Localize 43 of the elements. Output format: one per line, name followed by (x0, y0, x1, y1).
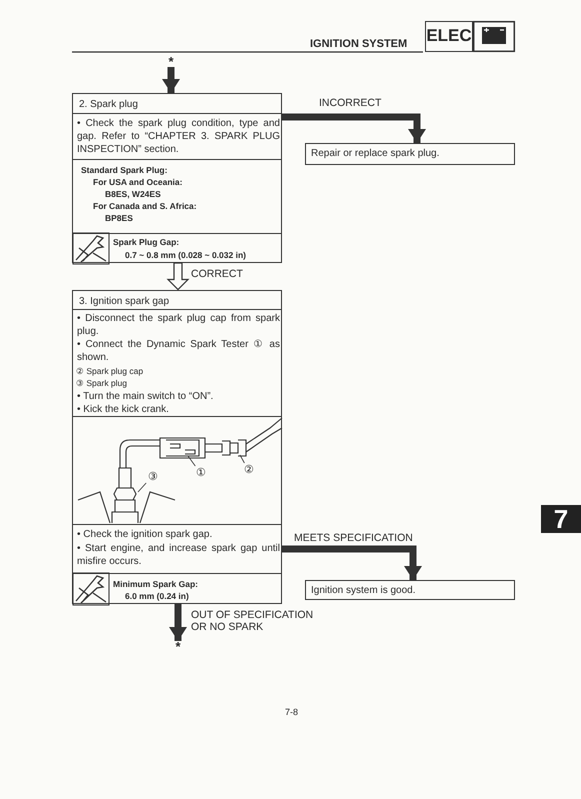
flow-arrow (282, 114, 426, 143)
step-box (72, 290, 282, 604)
instruction-text: • Start engine, and increase spark gap until misfire occurs. (77, 542, 280, 568)
page-number: 7-8 (285, 706, 298, 719)
step-box (72, 93, 282, 263)
spec-value: 6.0 mm (0.24 in) (125, 590, 190, 602)
instruction-text: • Check the spark plug condition, type and gap. Refer to “CHAPTER 3. SPARK PLUG INSPECTION” section. (77, 117, 280, 156)
step-heading: 2. Spark plug (79, 98, 139, 111)
instruction-text: • Connect the Dynamic Spark Tester ① as shown. (77, 338, 280, 364)
part-label: ② Spark plug cap (76, 365, 144, 377)
result-text: Ignition system is good. (311, 584, 416, 597)
instruction-text: • Check the ignition spark gap. (77, 528, 214, 541)
result-box (305, 580, 515, 600)
callout-number: ② (243, 464, 255, 477)
instruction-text: • Kick the kick crank. (77, 403, 170, 416)
leader-line (188, 456, 196, 466)
chapter-tab: 7 (541, 505, 581, 533)
callout-number: ① (195, 467, 207, 480)
connector-asterisk: * (174, 640, 182, 654)
callout-number: ③ (147, 471, 159, 484)
step-heading: 3. Ignition spark gap (79, 295, 170, 308)
spec-text: For Canada and S. Africa: (93, 200, 198, 212)
leader-line (240, 454, 245, 464)
outline-arrow (166, 262, 190, 290)
page-title: IGNITION SYSTEM (310, 38, 408, 51)
flow-arrow (162, 67, 180, 93)
spec-text: For USA and Oceania: (93, 176, 184, 188)
instruction-text: • Turn the main switch to “ON”. (77, 390, 214, 403)
connector-asterisk: * (167, 55, 175, 69)
spec-value: BP8ES (105, 212, 134, 224)
result-text: Repair or replace spark plug. (311, 147, 440, 160)
flow-arrow (169, 604, 187, 641)
spec-value: B8ES, W24ES (105, 188, 162, 200)
spec-heading: Spark Plug Gap: (113, 236, 180, 248)
flow-arrow (282, 546, 422, 580)
result-box (305, 143, 515, 165)
spec-heading: Minimum Spark Gap: (113, 578, 200, 590)
instruction-text: • Disconnect the spark plug cap from spark plug. (77, 312, 280, 338)
leader-line (138, 482, 147, 492)
spec-heading: Standard Spark Plug: (81, 164, 168, 176)
section-tab: ELEC (425, 21, 473, 52)
part-label: ③ Spark plug (76, 377, 128, 389)
spec-value: 0.7 ~ 0.8 mm (0.028 ~ 0.032 in) (125, 249, 247, 261)
